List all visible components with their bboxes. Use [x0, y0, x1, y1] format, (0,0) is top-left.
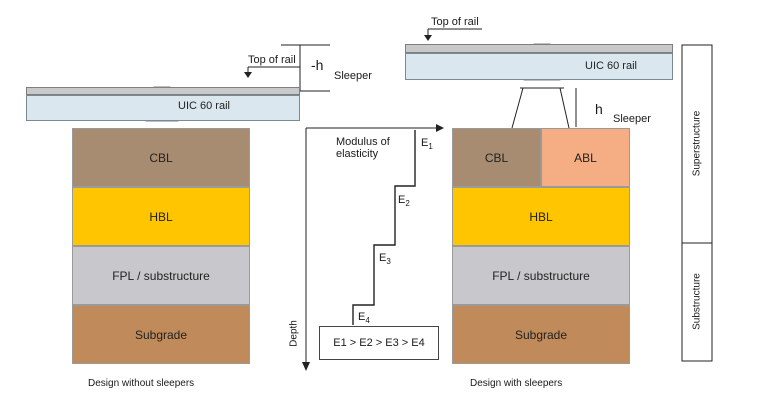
right-layer-abl-label: ABL [574, 150, 597, 165]
left-layer-hbl-label: HBL [149, 209, 173, 224]
left-top-of-rail-arrow [244, 72, 252, 78]
left-layer-cbl: CBL [72, 128, 250, 187]
e4-label: E4 [358, 311, 370, 326]
right-layer-hbl: HBL [452, 187, 630, 246]
left-rail-track-slab [26, 95, 300, 121]
left-sleeper-top-strip [26, 87, 300, 95]
left-rail-label: UIC 60 rail [178, 100, 230, 112]
minus-h-label: -h [311, 57, 324, 73]
modulus-label-line2: elasticity [336, 148, 379, 160]
right-layer-cbl: CBL [452, 128, 541, 187]
superstructure-label: Superstructure [691, 110, 703, 177]
right-sleeper-top-strip [405, 44, 673, 53]
right-layer-fpl: FPL / substructure [452, 246, 630, 305]
modulus-relation-text: E1 > E2 > E3 > E4 [333, 337, 425, 349]
substructure-label: Substructure [691, 273, 703, 330]
e3-label: E3 [379, 252, 391, 267]
right-top-of-rail-label: Top of rail [431, 16, 479, 28]
depth-axis-arrow [302, 362, 310, 371]
left-top-of-rail-label: Top of rail [248, 54, 296, 66]
modulus-label-line1: Modulus of [336, 136, 390, 148]
right-sleeper-label: Sleeper [613, 113, 651, 125]
right-layer-subgrade-label: Subgrade [514, 327, 568, 342]
left-layer-fpl-label: FPL / substructure [112, 268, 210, 283]
right-layer-subgrade: Subgrade [452, 305, 630, 364]
right-sleeper [405, 53, 673, 80]
right-layer-fpl-label: FPL / substructure [492, 268, 590, 283]
left-layer-subgrade: Subgrade [72, 305, 250, 364]
left-sleeper-label: Sleeper [334, 70, 372, 82]
left-top-of-rail-marker [247, 66, 300, 72]
modulus-axis-arrow [436, 124, 444, 132]
right-top-of-rail-arrow [424, 35, 432, 41]
left-caption: Design without sleepers [88, 378, 195, 389]
h-label: h [595, 101, 603, 117]
e2-label: E2 [398, 194, 410, 209]
e1-label: E1 [421, 137, 433, 152]
right-caption: Design with sleepers [470, 378, 563, 389]
left-layer-cbl-label: CBL [149, 150, 173, 165]
depth-axis [305, 127, 436, 362]
left-layer-fpl: FPL / substructure [72, 246, 250, 305]
right-rail-label: UIC 60 rail [585, 60, 637, 72]
right-layer-hbl-label: HBL [529, 209, 553, 224]
modulus-staircase [352, 130, 416, 325]
modulus-relation-box: E1 > E2 > E3 > E4 [319, 326, 439, 360]
sleeper-taper-lines [511, 87, 570, 129]
structure-brackets [681, 44, 713, 362]
right-top-of-rail-marker [427, 28, 482, 35]
left-layer-hbl: HBL [72, 187, 250, 246]
depth-label: Depth [288, 320, 300, 347]
left-layer-subgrade-label: Subgrade [134, 327, 188, 342]
right-layer-cbl-label: CBL [484, 150, 509, 165]
right-layer-abl: ABL [541, 128, 630, 187]
